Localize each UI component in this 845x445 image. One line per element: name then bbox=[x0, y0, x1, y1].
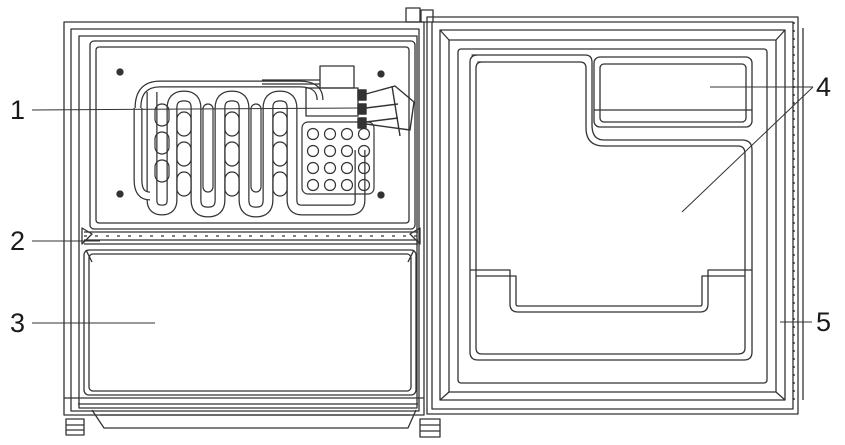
freezer-back-panel bbox=[89, 40, 416, 230]
leader-lines bbox=[31, 86, 814, 324]
evaporator-coil bbox=[133, 65, 415, 218]
callout-2: 2 bbox=[10, 226, 26, 256]
base-and-feet bbox=[64, 397, 441, 438]
callout-4: 4 bbox=[816, 72, 832, 102]
door-liner bbox=[469, 54, 753, 361]
door bbox=[426, 16, 804, 415]
drip-tray bbox=[81, 227, 421, 245]
callout-3: 3 bbox=[10, 308, 26, 338]
callout-5: 5 bbox=[816, 307, 832, 337]
callout-1: 1 bbox=[10, 95, 26, 125]
